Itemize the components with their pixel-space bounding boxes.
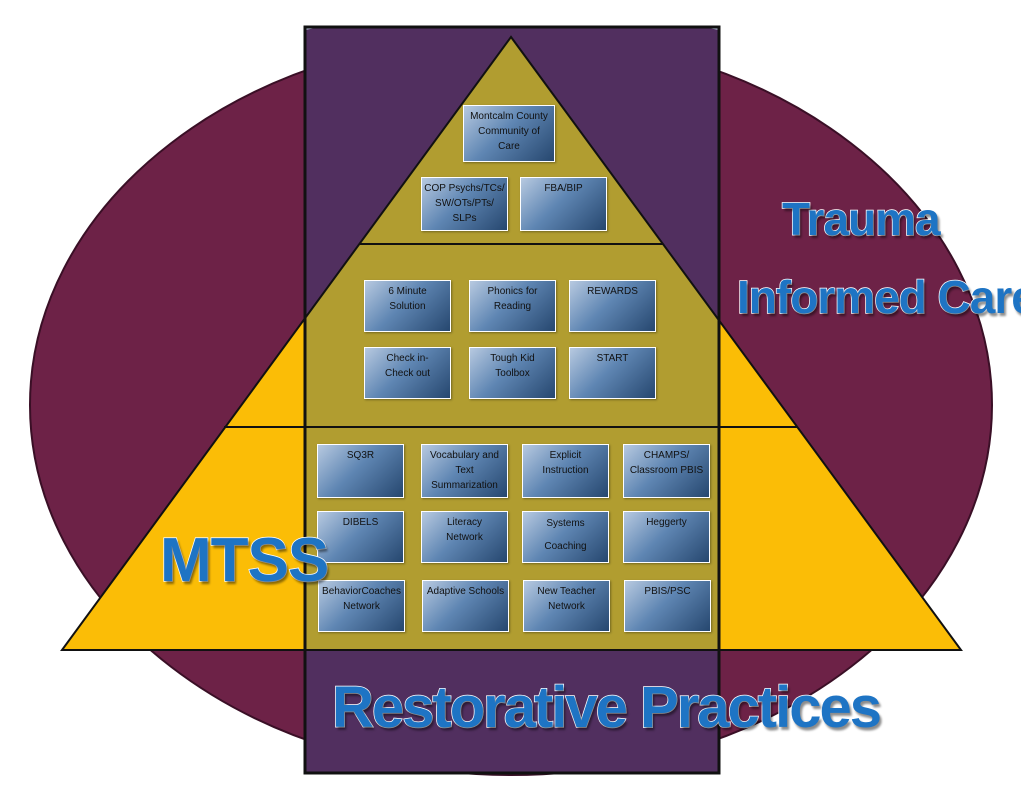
box-champs-classroom-pbis: CHAMPS/ Classroom PBIS (623, 444, 710, 498)
box-systems-coaching: Systems Coaching (522, 511, 609, 563)
mtss-label: MTSS (159, 525, 330, 596)
box-tough-kid-toolbox: Tough Kid Toolbox (469, 347, 556, 399)
box-cop-psychs: COP Psychs/TCs/ SW/OTs/PTs/ SLPs (421, 177, 508, 231)
box-6-minute-solution: 6 Minute Solution (364, 280, 451, 332)
box-fba-bip: FBA/BIP (520, 177, 607, 231)
trauma-informed-care-label-line1: Trauma (781, 192, 941, 246)
box-check-in-check-out: Check in- Check out (364, 347, 451, 399)
box-vocabulary-and-text-summarization: Vocabulary and Text Summarization (421, 444, 508, 498)
box-dibels: DIBELS (317, 511, 404, 563)
box-new-teacher-network: New Teacher Network (523, 580, 610, 632)
box-start: START (569, 347, 656, 399)
trauma-informed-care-label-line2: Informed Care (736, 270, 1021, 324)
pyramid-column-overlap (305, 37, 719, 650)
box-rewards: REWARDS (569, 280, 656, 332)
box-pbis-psc: PBIS/PSC (624, 580, 711, 632)
box-heggerty: Heggerty (623, 511, 710, 563)
box-sq3r: SQ3R (317, 444, 404, 498)
box-behaviorcoaches-network: BehaviorCoaches Network (318, 580, 405, 632)
box-literacy-network: Literacy Network (421, 511, 508, 563)
pyramid-outline (60, 35, 963, 651)
restorative-practices-label: Restorative Practices (331, 674, 883, 741)
restorative-practices-column-border (303, 25, 721, 775)
box-montcalm-county-community-of-care: Montcalm County Community of Care (463, 105, 555, 162)
box-explicit-instruction: Explicit Instruction (522, 444, 609, 498)
box-phonics-for-reading: Phonics for Reading (469, 280, 556, 332)
box-adaptive-schools: Adaptive Schools (422, 580, 509, 632)
